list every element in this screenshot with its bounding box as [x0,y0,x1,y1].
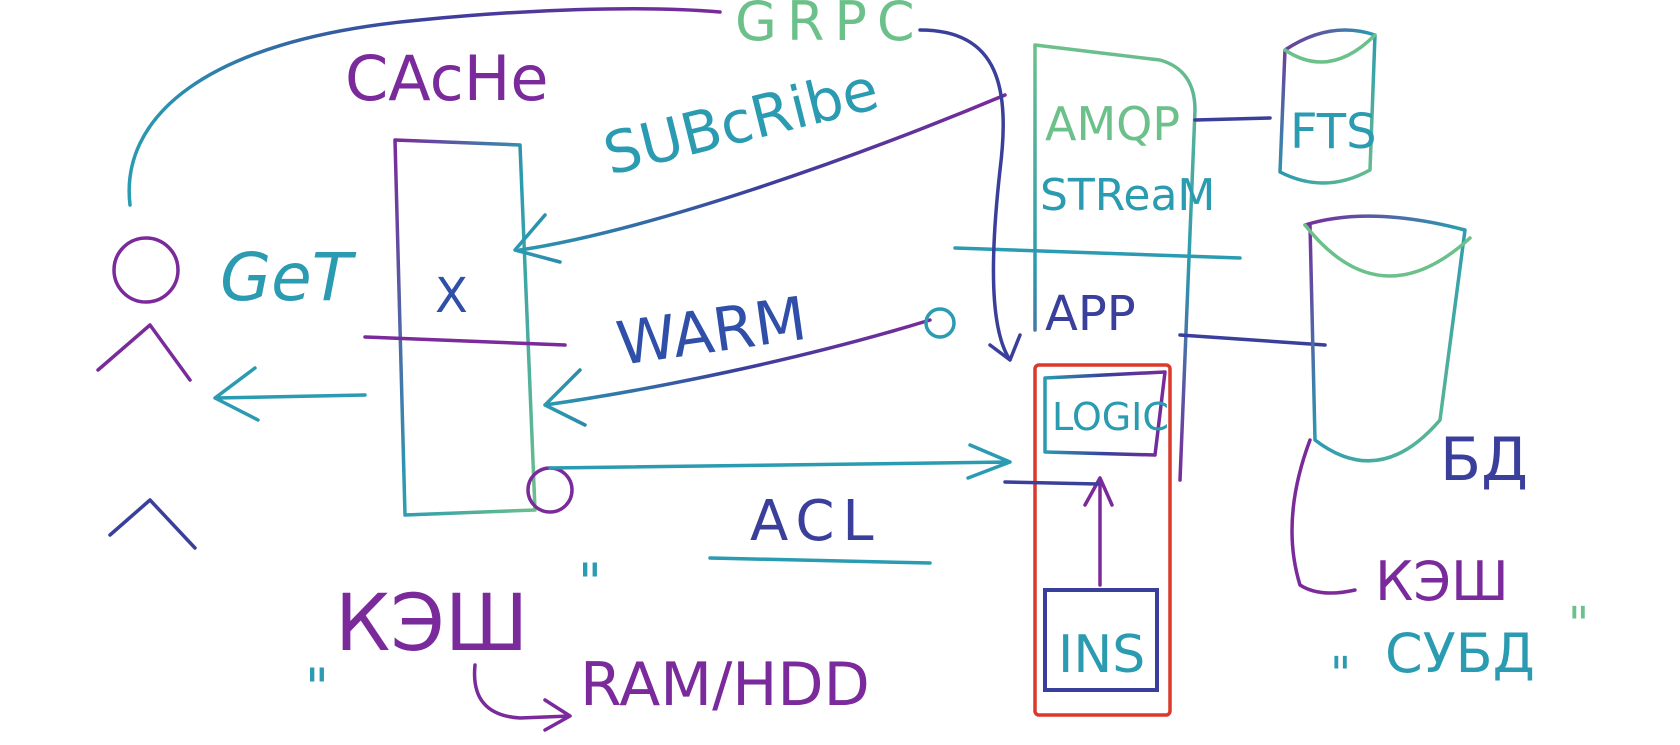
app-label: APP [1045,286,1136,342]
subd-label: СУБД [1385,622,1535,685]
quote-close-2: " [1568,597,1589,651]
get-label: GeT [220,239,357,316]
user-figure [96,236,197,550]
acl-label: ACL [750,489,882,554]
logic-ins-highlight [1033,363,1172,717]
quote-close: " [578,553,602,613]
logic-label: LOGIC [1052,395,1169,439]
kesh-label: КЭШ [335,579,528,669]
ram-hdd-hook [472,663,572,732]
get-arrow [213,366,367,422]
x-label: X [435,268,468,324]
subscribe-arrow [513,93,1007,264]
ins-label: INS [1058,625,1145,685]
grpc-arc [127,6,722,207]
quote-open: " [305,658,329,718]
app-db-line [1178,333,1327,347]
amqp-label: AMQP [1045,97,1180,151]
ins-logic-arrow [1083,476,1114,587]
fts-label: FTS [1290,104,1377,160]
db-label: БД [1440,425,1528,495]
warm-origin [924,307,956,339]
acl-underline [708,556,932,565]
fts-cylinder [1278,28,1377,185]
stream-label: STReaM [1040,170,1215,221]
cache-box: X [363,138,574,517]
quote-open-2: " [1330,647,1351,701]
warm-label: WARM [612,284,810,380]
cache-label: CAcHe [345,42,548,115]
warm-arrow [543,318,932,427]
server-column [953,43,1242,482]
grpc-label: GRPC [735,0,925,53]
acl-arrow [548,443,1012,480]
subscribe-label: SUBcRibe [597,55,885,189]
amqp-fts-line [1193,116,1272,122]
ram-hdd-label: RAM/HDD [580,650,870,720]
grpc-hook-arrow [918,28,1022,362]
kesh-subd-label: КЭШ [1375,550,1509,613]
logic-box [1043,370,1167,457]
logic-entry-line [1003,480,1100,486]
db-cylinder [1290,214,1472,595]
ins-box [1043,588,1159,692]
